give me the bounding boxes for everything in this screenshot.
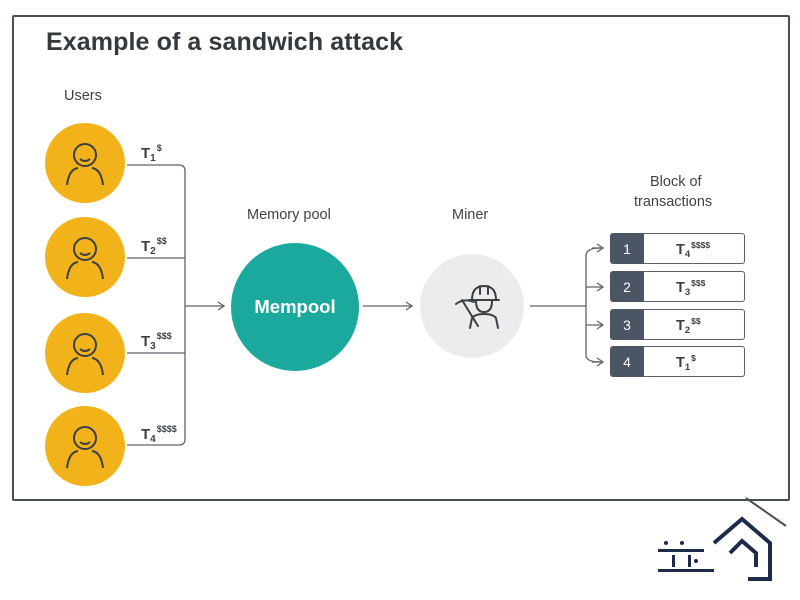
block-position-number: 1	[610, 233, 644, 264]
user-icon	[66, 237, 104, 280]
block-transaction-cell: T2$$	[644, 309, 745, 340]
block-transaction-row: 3 T2$$	[610, 309, 746, 340]
connector-lines	[127, 164, 605, 446]
miner-label: Miner	[452, 207, 489, 223]
memory-pool-label: Memory pool	[247, 207, 331, 223]
user-transaction-label: T3$$$	[141, 331, 172, 352]
mempool-node: Mempool	[231, 243, 359, 371]
block-position-number: 2	[610, 271, 644, 302]
user-avatar	[45, 313, 125, 393]
frame-corner	[745, 497, 787, 527]
user-transaction-label: T2$$	[141, 236, 167, 257]
user-avatar	[45, 217, 125, 297]
block-transaction-cell: T3$$$	[644, 271, 745, 302]
block-transaction-cell: T1$	[644, 346, 745, 377]
block-label-line1: Block of	[650, 174, 702, 190]
logo	[658, 516, 772, 581]
diagram-title: Example of a sandwich attack	[46, 28, 404, 56]
block-transaction-cell: T4$$$$	[644, 233, 745, 264]
user-transaction-label: T1$	[141, 143, 162, 164]
block-transaction-row: 1 T4$$$$	[610, 233, 746, 264]
block-position-number: 3	[610, 309, 644, 340]
user-icon	[66, 333, 104, 376]
diagram-frame: Example of a sandwich attack U	[12, 15, 790, 501]
block-transaction-label: T4$$$$	[676, 240, 711, 260]
users-label: Users	[64, 88, 102, 104]
user-avatar	[45, 123, 125, 203]
block-transaction-label: T1$	[676, 353, 696, 373]
block-transaction-label: T2$$	[676, 316, 701, 336]
block-position-number: 4	[610, 346, 644, 377]
block-transaction-row: 4 T1$	[610, 346, 746, 377]
user-avatar	[45, 406, 125, 486]
user-icon	[66, 426, 104, 469]
block-transaction-label: T3$$$	[676, 278, 706, 298]
mempool-label: Mempool	[254, 296, 336, 317]
user-icon	[66, 143, 104, 186]
block-label-line2: transactions	[634, 194, 713, 210]
block-transaction-row: 2 T3$$$	[610, 271, 746, 302]
user-transaction-label: T4$$$$	[141, 424, 177, 445]
miner-icon	[455, 285, 500, 329]
miner-node	[420, 254, 524, 358]
